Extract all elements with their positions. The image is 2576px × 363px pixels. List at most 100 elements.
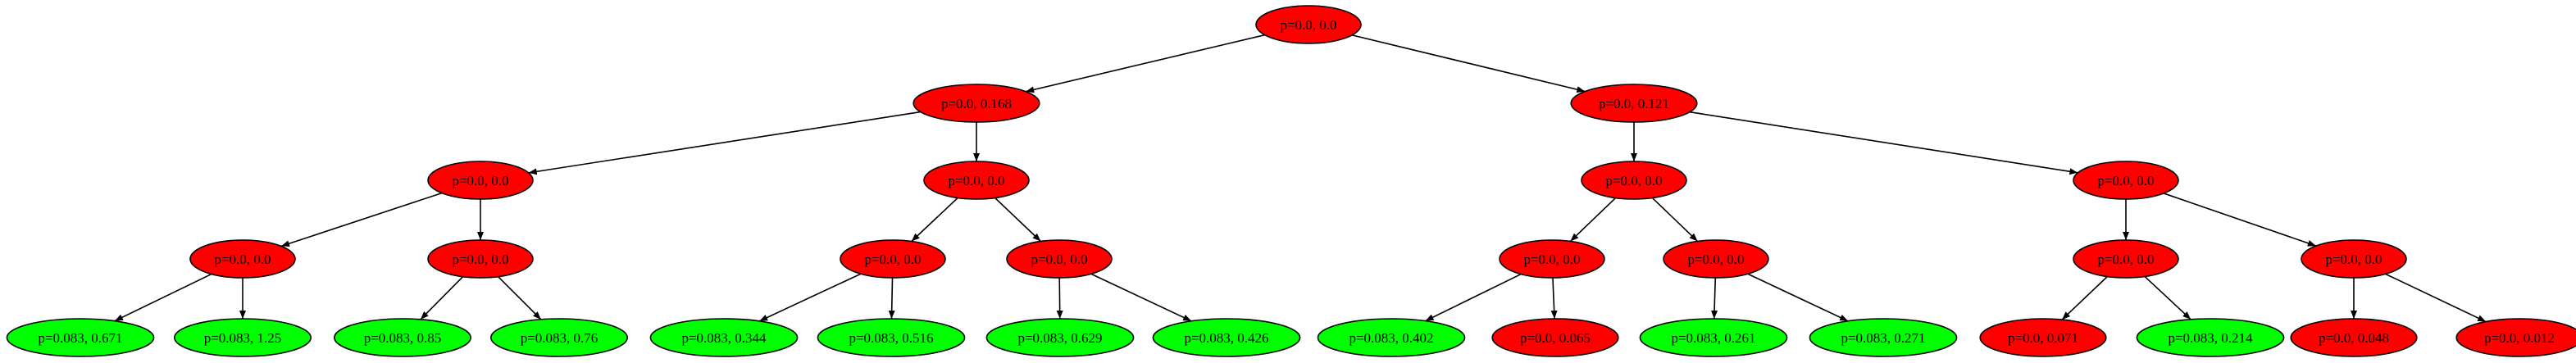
- node-ellipse: [817, 318, 966, 357]
- node-ellipse: [1639, 318, 1788, 357]
- node-label: p=0.0, 0.168: [941, 96, 1012, 111]
- edge-n2-n6: [1689, 111, 2078, 175]
- node-ellipse: [6, 318, 155, 357]
- tree-node-n9: p=0.0, 0.0: [840, 239, 946, 279]
- edge-n10-n21: [1056, 277, 1063, 320]
- node-ellipse: [1809, 318, 1958, 357]
- node-label: p=0.0, 0.0: [2097, 252, 2154, 267]
- edge-n5-n11: [1569, 197, 1617, 243]
- node-ellipse: [2073, 239, 2179, 279]
- tree-node-n2: p=0.0, 0.121: [1570, 84, 1698, 123]
- edge-n10-n22: [1090, 273, 1192, 322]
- node-label: p=0.083, 0.402: [1349, 330, 1433, 346]
- tree-node-n8: p=0.0, 0.0: [427, 239, 534, 279]
- tree-node-n4: p=0.0, 0.0: [923, 161, 1030, 200]
- edge-n8-n17: [420, 276, 464, 320]
- tree-node-n14: p=0.0, 0.0: [2301, 239, 2407, 279]
- edge-n8-n18: [498, 276, 542, 320]
- edge-n6-n14: [2163, 193, 2317, 247]
- edge-n11-n23: [1425, 273, 1522, 322]
- edge-n3-n7: [280, 192, 443, 247]
- edge-n4-n10: [994, 197, 1041, 243]
- node-ellipse: [1317, 318, 1466, 357]
- node-label: p=0.0, 0.071: [2008, 330, 2078, 346]
- node-label: p=0.0, 0.0: [1280, 17, 1336, 33]
- edge-n0-n1: [1026, 34, 1265, 93]
- node-label: p=0.083, 0.214: [2168, 330, 2253, 346]
- edge-n11-n24: [1550, 277, 1558, 320]
- node-ellipse: [1255, 5, 1362, 44]
- edge-n5-n12: [1651, 197, 1699, 243]
- edge-n0-n2: [1351, 34, 1586, 93]
- tree-node-n3: p=0.0, 0.0: [427, 161, 534, 200]
- node-label: p=0.083, 0.629: [1017, 330, 1102, 346]
- node-ellipse: [2073, 161, 2179, 200]
- tree-node-n28: p=0.083, 0.214: [2136, 318, 2285, 357]
- tree-node-n19: p=0.083, 0.344: [649, 318, 799, 357]
- tree-node-n1: p=0.0, 0.168: [913, 84, 1040, 123]
- tree-node-n10: p=0.0, 0.0: [1006, 239, 1113, 279]
- edge-n7-n15: [114, 273, 212, 322]
- node-ellipse: [1979, 318, 2107, 357]
- node-label: p=0.0, 0.0: [452, 252, 508, 267]
- node-label: p=0.083, 0.85: [364, 330, 442, 346]
- edge-n4-n9: [911, 197, 958, 243]
- edge-n12-n26: [1747, 273, 1849, 322]
- tree-node-n21: p=0.083, 0.629: [985, 318, 1135, 357]
- node-label: p=0.083, 1.25: [204, 330, 282, 346]
- tree-node-n22: p=0.083, 0.426: [1152, 318, 1301, 357]
- tree-node-n12: p=0.0, 0.0: [1663, 239, 1769, 279]
- node-ellipse: [1581, 161, 1687, 200]
- tree-node-n25: p=0.083, 0.261: [1639, 318, 1788, 357]
- tree-node-n26: p=0.083, 0.271: [1809, 318, 1958, 357]
- node-label: p=0.083, 0.516: [849, 330, 933, 346]
- node-label: p=0.0, 0.0: [1687, 252, 1744, 267]
- node-ellipse: [1499, 239, 1605, 279]
- node-label: p=0.0, 0.0: [2097, 173, 2154, 188]
- node-ellipse: [174, 318, 312, 357]
- edge-n12-n25: [1711, 277, 1718, 320]
- node-ellipse: [2290, 318, 2418, 357]
- node-ellipse: [649, 318, 799, 357]
- node-label: p=0.083, 0.426: [1184, 330, 1268, 346]
- node-ellipse: [2136, 318, 2285, 357]
- node-label: p=0.083, 0.271: [1841, 330, 1925, 346]
- tree-node-n13: p=0.0, 0.0: [2073, 239, 2179, 279]
- edges-layer: [114, 34, 2487, 323]
- node-ellipse: [913, 84, 1040, 123]
- edge-n9-n20: [888, 277, 895, 320]
- tree-node-n23: p=0.083, 0.402: [1317, 318, 1466, 357]
- node-ellipse: [189, 239, 296, 279]
- tree-node-n24: p=0.0, 0.065: [1491, 318, 1619, 357]
- tree-node-n20: p=0.083, 0.516: [817, 318, 966, 357]
- node-label: p=0.0, 0.0: [214, 252, 271, 267]
- node-label: p=0.0, 0.065: [1520, 330, 1591, 346]
- edge-n1-n3: [528, 111, 921, 175]
- node-ellipse: [333, 318, 471, 357]
- tree-node-n30: p=0.0, 0.012: [2455, 318, 2576, 357]
- node-ellipse: [1006, 239, 1113, 279]
- node-label: p=0.0, 0.0: [2325, 252, 2382, 267]
- node-ellipse: [1663, 239, 1769, 279]
- node-label: p=0.0, 0.0: [452, 173, 508, 188]
- node-label: p=0.0, 0.0: [1605, 173, 1662, 188]
- tree-node-n27: p=0.0, 0.071: [1979, 318, 2107, 357]
- edge-n13-n28: [2144, 275, 2191, 320]
- node-label: p=0.0, 0.012: [2484, 330, 2555, 346]
- tree-node-n16: p=0.083, 1.25: [174, 318, 312, 357]
- node-label: p=0.0, 0.0: [864, 252, 921, 267]
- node-label: p=0.0, 0.0: [948, 173, 1004, 188]
- node-label: p=0.0, 0.0: [1523, 252, 1580, 267]
- edge-n13-n27: [2061, 275, 2108, 320]
- node-ellipse: [2455, 318, 2576, 357]
- node-ellipse: [1152, 318, 1301, 357]
- tree-node-n15: p=0.083, 0.671: [6, 318, 155, 357]
- node-ellipse: [1570, 84, 1698, 123]
- node-ellipse: [427, 239, 534, 279]
- tree-node-n7: p=0.0, 0.0: [189, 239, 296, 279]
- tree-node-n0: p=0.0, 0.0: [1255, 5, 1362, 44]
- edge-n14-n30: [2385, 273, 2487, 323]
- node-ellipse: [489, 318, 628, 357]
- node-label: p=0.0, 0.121: [1599, 96, 1669, 111]
